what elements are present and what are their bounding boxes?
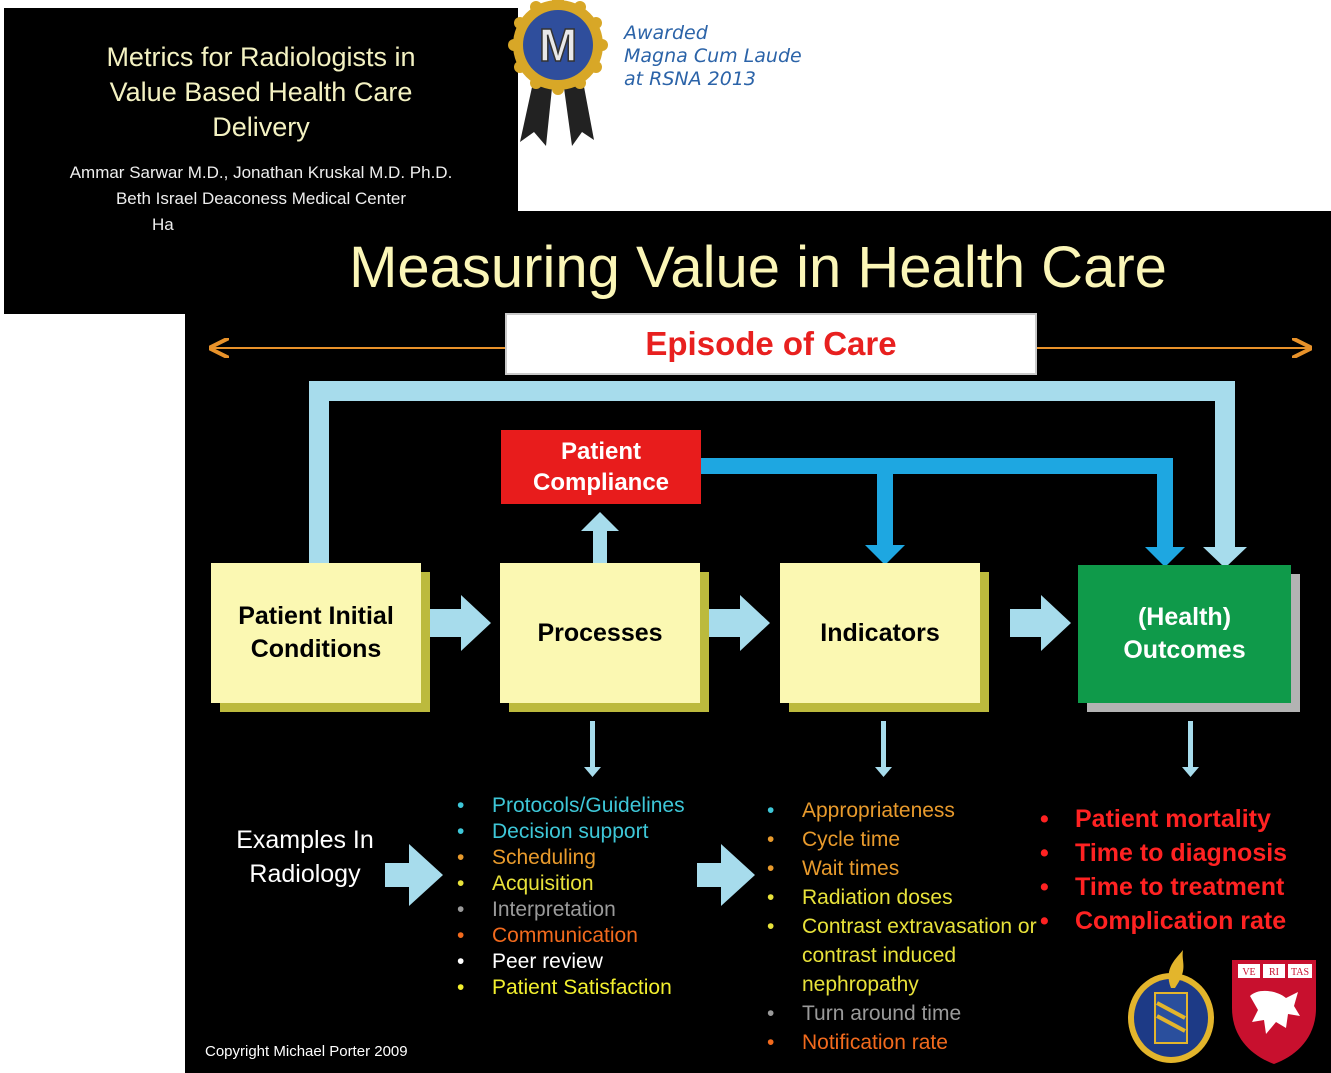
diagram-connectors xyxy=(185,211,1331,906)
slide-title: Measuring Value in Health Care xyxy=(349,235,1167,300)
list-item: Time to treatment xyxy=(1040,870,1287,904)
list-item: Complication rate xyxy=(1040,904,1287,938)
feedback-loop xyxy=(309,381,1235,563)
indicators-box: Indicators xyxy=(780,563,980,703)
badge-letter: M xyxy=(539,19,577,71)
title-slide-background: Metrics for Radiologists in Value Based … xyxy=(4,8,518,314)
award-caption: Awarded Magna Cum Laude at RSNA 2013 xyxy=(624,22,802,91)
title-line-1: Metrics for Radiologists in xyxy=(106,42,416,72)
health-outcomes-box: (Health) Outcomes xyxy=(1078,565,1291,703)
outcomes-examples-list: Patient mortalityTime to diagnosisTime t… xyxy=(1040,802,1287,938)
episode-of-care-banner: Episode of Care xyxy=(505,313,1037,375)
bidmc-seal-icon xyxy=(1128,950,1214,1063)
list-item: Contrast extravasation or contrast induc… xyxy=(767,912,1057,999)
list-item: Communication xyxy=(457,923,685,949)
list-item: Patient mortality xyxy=(1040,802,1287,836)
indicators-examples-list: AppropriatenessCycle timeWait timesRadia… xyxy=(767,796,1057,1057)
copyright-text: Copyright Michael Porter 2009 xyxy=(205,1043,408,1060)
list-item: Peer review xyxy=(457,949,685,975)
list-item: Wait times xyxy=(767,854,1057,883)
patient-initial-conditions-box: Patient Initial Conditions xyxy=(211,563,421,703)
list-item: Turn around time xyxy=(767,999,1057,1028)
list-item: Cycle time xyxy=(767,825,1057,854)
award-ribbon-icon: M xyxy=(508,0,608,146)
down-arrow-outcomes xyxy=(1182,721,1199,777)
title-line-3: Delivery xyxy=(212,112,310,142)
title-slide-authors: Ammar Sarwar M.D., Jonathan Kruskal M.D.… xyxy=(4,160,518,238)
title-line-2: Value Based Health Care xyxy=(109,77,413,107)
arrow-processes-indicators-examples xyxy=(697,844,755,906)
processes-up-arrow xyxy=(593,529,607,564)
list-item: Patient Satisfaction xyxy=(457,975,685,1001)
award-line-1: Awarded xyxy=(624,22,708,44)
list-item: Decision support xyxy=(457,819,685,845)
feedback-arrowhead xyxy=(1203,547,1247,568)
list-item: Acquisition xyxy=(457,871,685,897)
down-arrow-indicators xyxy=(875,721,892,777)
diagram-slide: Measuring Value in Health Care xyxy=(185,211,1331,1073)
shield-text-ve: VE xyxy=(1242,967,1255,978)
list-item: Appropriateness xyxy=(767,796,1057,825)
list-item: Time to diagnosis xyxy=(1040,836,1287,870)
award-line-2: Magna Cum Laude xyxy=(624,45,802,67)
patient-compliance-box: Patient Compliance xyxy=(501,430,701,504)
arrow-processes-indicators xyxy=(709,595,770,651)
down-arrow-processes xyxy=(584,721,601,777)
title-slide-heading: Metrics for Radiologists in Value Based … xyxy=(4,40,518,145)
shield-text-tas: TAS xyxy=(1291,967,1309,978)
compliance-arrowhead-2 xyxy=(1145,547,1185,567)
compliance-line xyxy=(701,458,1173,549)
list-item: Scheduling xyxy=(457,845,685,871)
processes-box: Processes xyxy=(500,563,700,703)
list-item: Notification rate xyxy=(767,1028,1057,1057)
arrow-examples-processes xyxy=(385,844,443,906)
compliance-arrowhead-1 xyxy=(865,545,905,565)
harvard-shield-icon: VE RI TAS xyxy=(1232,960,1316,1064)
award-line-3: at RSNA 2013 xyxy=(624,68,756,90)
arrow-indicators-outcomes xyxy=(1010,595,1071,651)
list-item: Interpretation xyxy=(457,897,685,923)
arrow-initial-processes xyxy=(430,595,491,651)
list-item: Protocols/Guidelines xyxy=(457,793,685,819)
authors-line: Ammar Sarwar M.D., Jonathan Kruskal M.D.… xyxy=(69,163,453,182)
partial-line: Ha xyxy=(152,215,174,234)
list-item: Radiation doses xyxy=(767,883,1057,912)
examples-label: Examples In Radiology xyxy=(236,826,374,888)
institution-line: Beth Israel Deaconess Medical Center xyxy=(115,189,407,208)
shield-text-ri: RI xyxy=(1269,967,1279,978)
processes-examples-list: Protocols/GuidelinesDecision supportSche… xyxy=(457,793,685,1001)
